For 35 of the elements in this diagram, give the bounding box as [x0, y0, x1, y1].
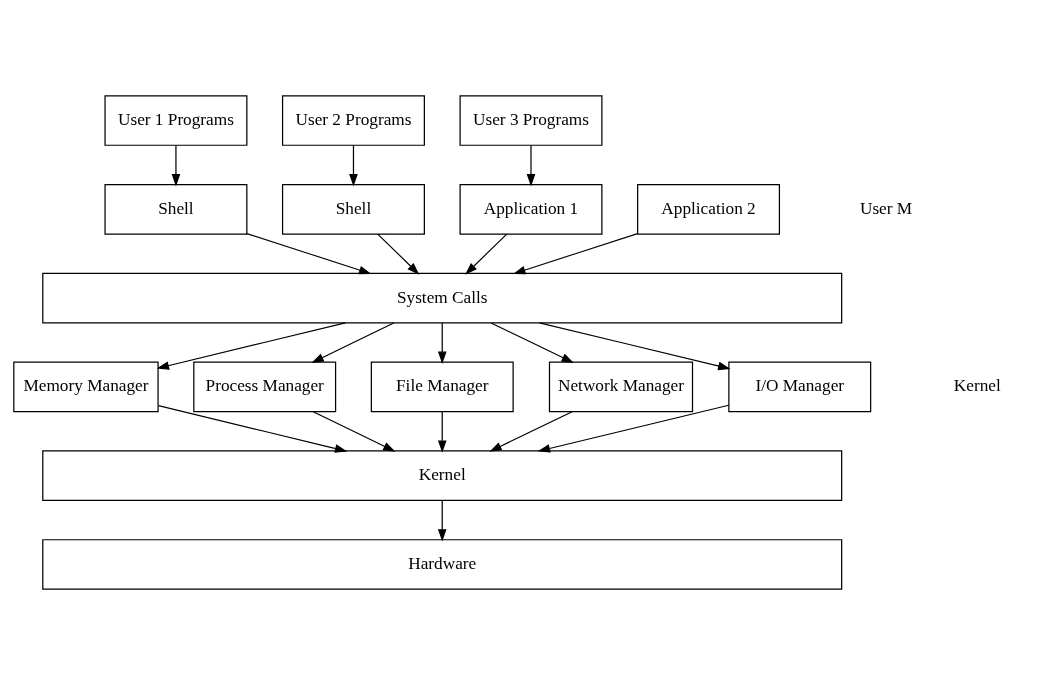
arrow: [157, 405, 348, 453]
arrow: [526, 144, 536, 187]
arrow: [537, 404, 730, 453]
node-box: Memory Manager: [13, 361, 159, 413]
arrow: [437, 322, 447, 364]
node-box: User 1 Programs: [104, 95, 248, 146]
arrow: [538, 322, 731, 371]
node-box: Shell: [281, 184, 425, 235]
node-box: File Manager: [370, 361, 514, 413]
arrow: [171, 144, 181, 187]
arrow: [311, 322, 395, 363]
node-box: User 3 Programs: [459, 95, 603, 146]
node-box: System Calls: [42, 272, 843, 324]
node-box: Kernel: [42, 450, 843, 501]
arrow: [156, 322, 346, 370]
node-box: Network Manager: [548, 361, 694, 413]
arrow: [312, 411, 396, 452]
arrow: [349, 144, 358, 187]
node-box: I/O Manager: [728, 361, 872, 413]
arrow: [437, 411, 447, 453]
node-box: Application 2: [637, 184, 781, 235]
arrow: [246, 233, 372, 275]
node-box: Shell: [104, 184, 248, 235]
arrow: [489, 411, 573, 452]
arrow: [513, 233, 639, 275]
node-box: User 2 Programs: [281, 95, 425, 146]
node-box: Application 1: [459, 184, 603, 235]
arrow: [465, 233, 508, 275]
label: Kernel: [953, 376, 1001, 396]
arrow: [437, 499, 447, 542]
arrow: [490, 322, 574, 363]
node-box: Hardware: [42, 539, 843, 590]
arrow: [377, 233, 420, 275]
label: User M: [859, 198, 913, 218]
node-box: Process Manager: [193, 361, 337, 413]
